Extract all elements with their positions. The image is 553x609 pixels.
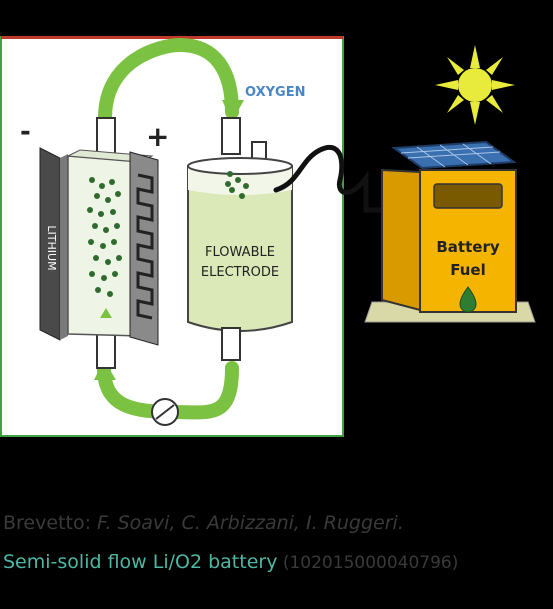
particles-chamber (87, 177, 122, 297)
fuel-station-window (433, 183, 503, 209)
caption-authors: F. Soavi, C. Arbizzani, I. Ruggeri. (97, 512, 404, 534)
panel-top-accent (1, 36, 343, 39)
tank-top-tube (221, 117, 241, 155)
battery-diagram: LITHIUM - + FLOWABLE ELECTRODE OXYGEN (0, 36, 536, 437)
tank-bottom-tube (221, 327, 241, 361)
caption-patent-number: (102015000040796) (277, 553, 459, 573)
sun-icon (435, 45, 515, 125)
negative-terminal: - (20, 117, 31, 147)
caption-prefix: Brevetto: (3, 512, 98, 534)
small-up-arrow (100, 308, 112, 318)
battery-label-line1: Battery (436, 238, 499, 256)
oxygen-label: OXYGEN (245, 85, 305, 100)
caption-credits: Brevetto: F. Soavi, C. Arbizzani, I. Rug… (3, 512, 404, 534)
battery-label-line2: Fuel (450, 261, 486, 279)
tank-body (187, 165, 293, 332)
lithium-label: LITHIUM (45, 225, 58, 270)
cathode-channels (136, 173, 154, 320)
cable (273, 145, 398, 213)
particles-tank (225, 171, 249, 199)
caption-title: Semi-solid flow Li/O2 battery (3, 551, 278, 573)
positive-terminal: + (146, 120, 169, 153)
fuel-drop-icon (459, 286, 477, 313)
solar-grid (400, 143, 501, 168)
pump-icon (151, 398, 179, 426)
caption-title-line: Semi-solid flow Li/O2 battery (102015000… (3, 551, 458, 573)
flowable-label-line2: ELECTRODE (201, 265, 279, 280)
fuel-station-side (381, 168, 421, 312)
cell-bottom-tube (96, 333, 116, 369)
flowable-label-line1: FLOWABLE (205, 245, 275, 260)
